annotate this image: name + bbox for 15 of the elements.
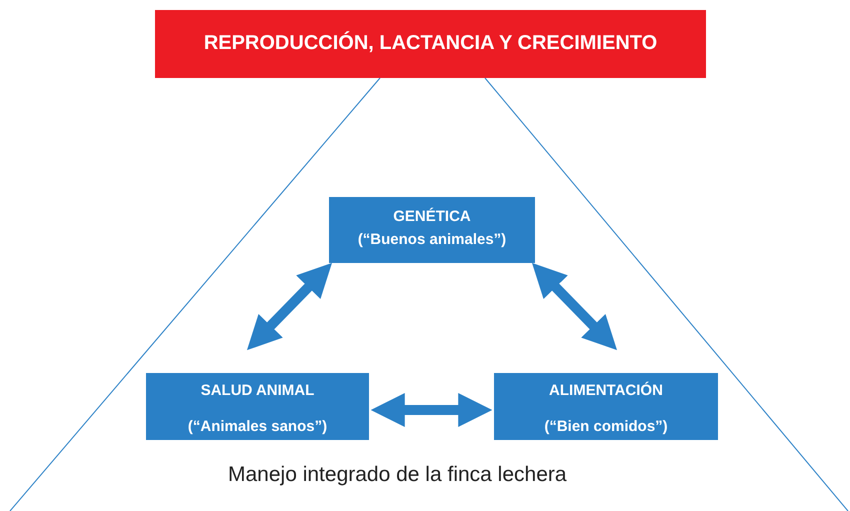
node-heading: ALIMENTACIÓN: [549, 382, 663, 399]
double-arrow: [246, 262, 332, 350]
double-arrow: [370, 393, 492, 427]
process-box: [329, 197, 535, 263]
double-arrow: [532, 262, 618, 350]
diagram-caption: Manejo integrado de la finca lechera: [228, 463, 567, 487]
node-subtitle: (“Buenos animales”): [358, 231, 506, 248]
process-box: [494, 373, 718, 440]
node-subtitle: (“Bien comidos”): [544, 418, 668, 435]
node-heading: SALUD ANIMAL: [200, 382, 314, 399]
process-box: [146, 373, 369, 440]
node-heading: GENÉTICA: [393, 208, 471, 225]
title-text: REPRODUCCIÓN, LACTANCIA Y CRECIMIENTO: [204, 32, 658, 55]
node-subtitle: (“Animales sanos”): [188, 418, 328, 435]
header-banner: [155, 10, 706, 78]
